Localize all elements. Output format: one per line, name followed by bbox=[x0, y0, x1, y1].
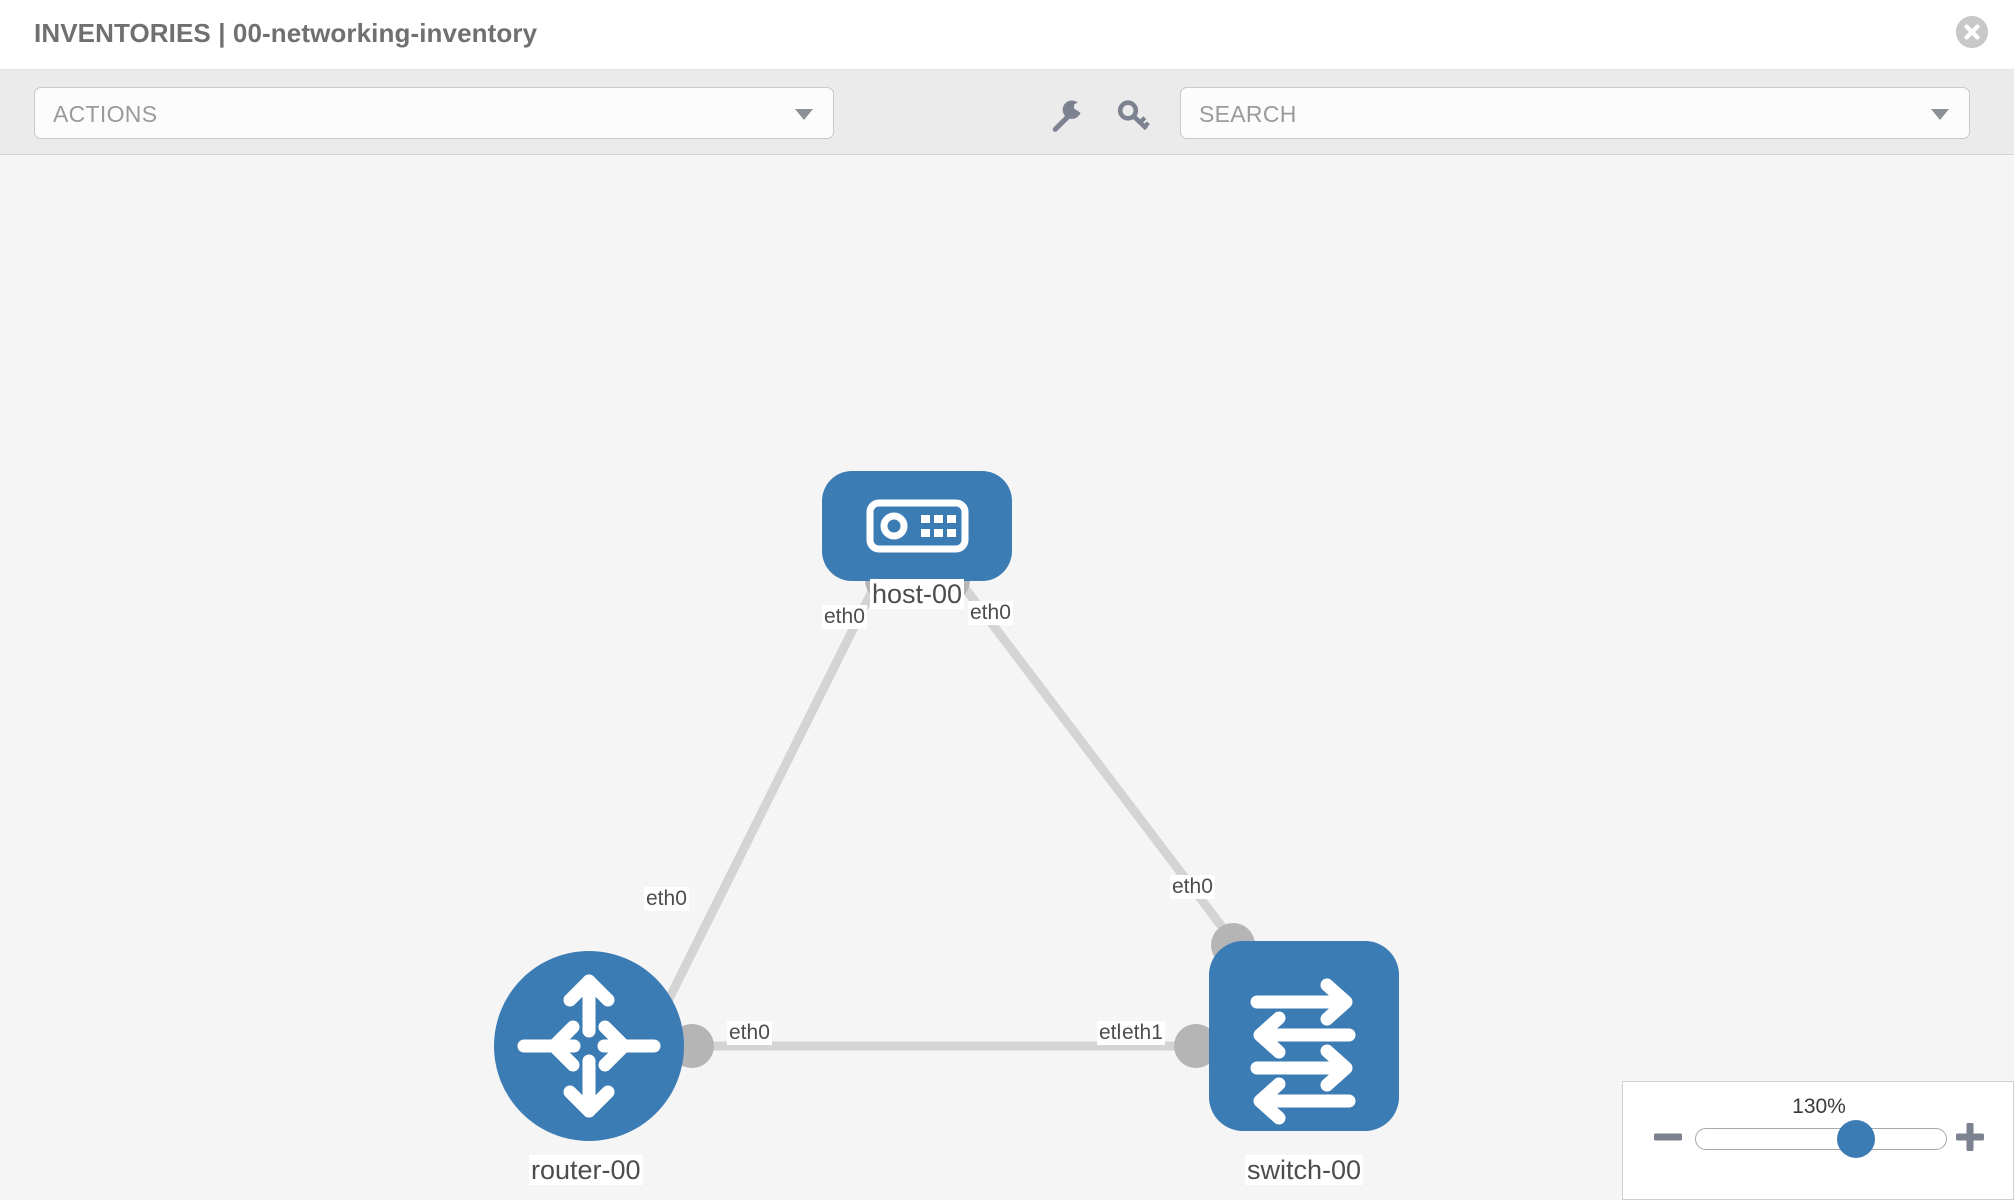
actions-dropdown-label: ACTIONS bbox=[53, 101, 158, 127]
zoom-percent-label: 130% bbox=[1792, 1095, 1846, 1118]
router-icon bbox=[517, 974, 661, 1118]
topology-graph bbox=[494, 471, 1399, 1141]
chevron-down-icon bbox=[795, 109, 813, 120]
interface-label-switch00-eth0-uplink[interactable]: eth0 bbox=[1170, 875, 1215, 900]
key-icon[interactable] bbox=[1114, 96, 1154, 136]
server-icon bbox=[866, 499, 969, 553]
zoom-slider-track[interactable] bbox=[1695, 1128, 1947, 1150]
actions-dropdown[interactable]: ACTIONS bbox=[34, 87, 834, 139]
interface-label-host00-eth0-left[interactable]: eth0 bbox=[822, 605, 867, 630]
interface-label-switch00-eth1[interactable]: eth1 bbox=[1120, 1021, 1165, 1046]
node-label-host-00[interactable]: host-00 bbox=[870, 579, 965, 610]
connector-switch00-left bbox=[1174, 1024, 1218, 1068]
toolbar: ACTIONS SEARCH bbox=[0, 70, 2014, 155]
topology-canvas[interactable]: host-00 router-00 switch-00 eth0 eth0 et… bbox=[0, 155, 2014, 1200]
zoom-slider-thumb[interactable] bbox=[1837, 1120, 1875, 1158]
close-icon[interactable] bbox=[1956, 16, 1988, 48]
switch-icon bbox=[1250, 978, 1356, 1125]
chevron-down-icon[interactable] bbox=[1931, 109, 1949, 120]
topology-links bbox=[655, 572, 1236, 1051]
node-router-00 bbox=[494, 951, 684, 1141]
link-host00-router00 bbox=[655, 572, 885, 1020]
node-label-router-00[interactable]: router-00 bbox=[529, 1155, 643, 1186]
page-header: INVENTORIES | 00-networking-inventory bbox=[0, 0, 2014, 70]
zoom-out-button[interactable] bbox=[1651, 1120, 1685, 1154]
zoom-control-panel: 130% bbox=[1622, 1081, 2014, 1200]
node-label-switch-00[interactable]: switch-00 bbox=[1245, 1155, 1364, 1186]
interface-label-host00-eth0-right[interactable]: eth0 bbox=[968, 601, 1013, 626]
node-host-00 bbox=[822, 471, 1012, 581]
search-input[interactable]: SEARCH bbox=[1180, 87, 1970, 139]
node-switch-00 bbox=[1209, 941, 1399, 1131]
interface-label-router00-eth0-uplink[interactable]: eth0 bbox=[644, 887, 689, 912]
page-title: INVENTORIES | 00-networking-inventory bbox=[34, 18, 538, 48]
zoom-in-button[interactable] bbox=[1953, 1120, 1987, 1154]
interface-label-router00-eth0[interactable]: eth0 bbox=[727, 1021, 772, 1046]
search-placeholder: SEARCH bbox=[1199, 101, 1297, 127]
wrench-icon[interactable] bbox=[1046, 96, 1086, 136]
